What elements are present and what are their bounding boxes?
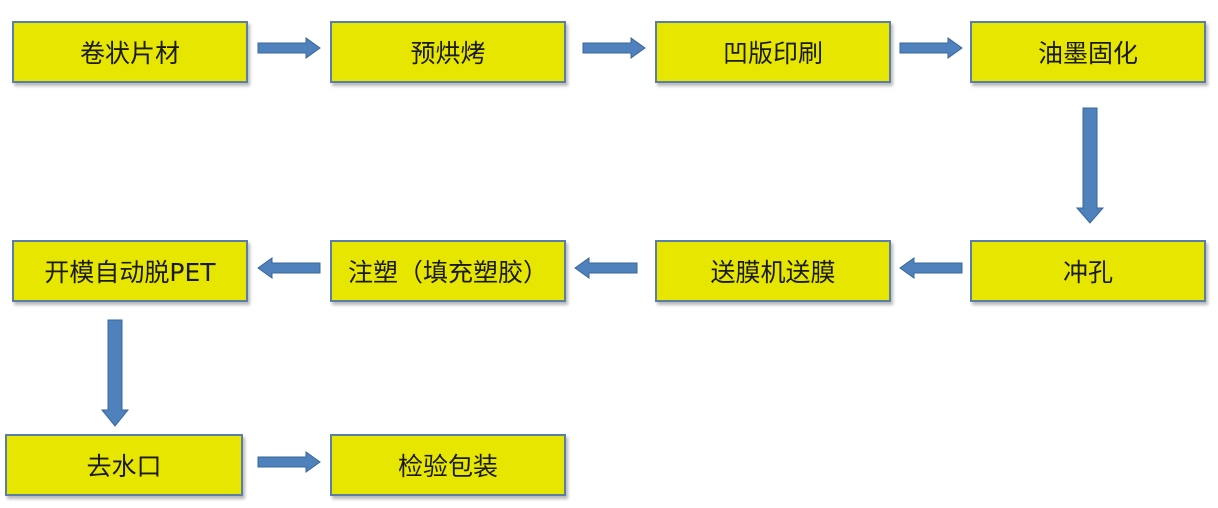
arrow-down-2 [100, 319, 130, 427]
step-ink-curing: 油墨固化 [970, 21, 1206, 83]
step-rolled-sheet: 卷状片材 [12, 21, 248, 83]
step-degating: 去水口 [5, 434, 243, 496]
arrow-left-2 [574, 257, 638, 279]
arrow-right-1 [257, 37, 321, 59]
step-mold-open-pet-release: 开模自动脱PET [12, 240, 248, 302]
step-injection-molding: 注塑（填充塑胶） [330, 240, 566, 302]
arrow-left-3 [257, 257, 321, 279]
arrow-right-3 [899, 37, 963, 59]
arrow-right-2 [582, 37, 646, 59]
step-punching: 冲孔 [970, 240, 1206, 302]
step-pre-baking: 预烘烤 [330, 21, 566, 83]
arrow-down-1 [1075, 107, 1105, 224]
arrow-left-1 [899, 257, 963, 279]
step-inspection-packaging: 检验包装 [330, 434, 566, 496]
step-film-feeding: 送膜机送膜 [655, 240, 891, 302]
arrow-right-4 [257, 451, 321, 473]
step-gravure-printing: 凹版印刷 [655, 21, 891, 83]
